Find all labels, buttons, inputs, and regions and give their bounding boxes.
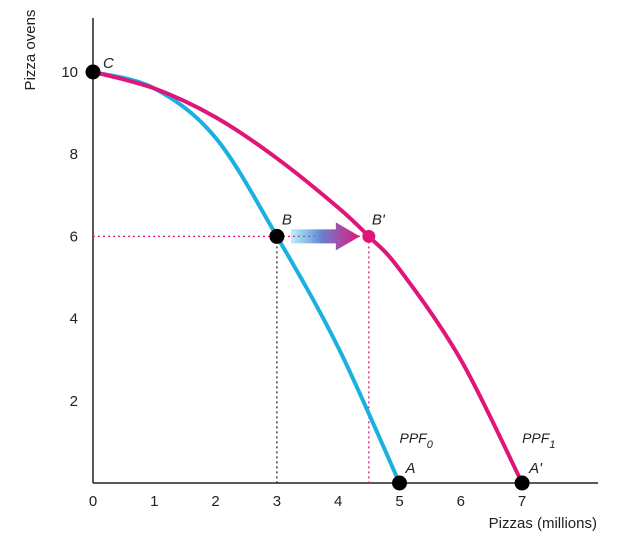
point-a-prime xyxy=(514,475,530,491)
x-tick-label: 3 xyxy=(273,493,281,510)
x-tick-label: 6 xyxy=(457,493,465,510)
point-label: A xyxy=(405,460,416,477)
y-tick-label: 8 xyxy=(70,146,78,163)
point-a xyxy=(392,475,407,491)
x-axis-label: Pizzas (millions) xyxy=(489,515,597,532)
point-label: A' xyxy=(528,460,543,477)
x-tick-label: 7 xyxy=(518,493,526,510)
y-tick-label: 4 xyxy=(70,311,78,328)
shift-arrow-layer xyxy=(290,222,360,251)
point-b-prime xyxy=(362,229,376,243)
x-tick-label: 0 xyxy=(89,493,97,510)
data-points: C B B' A A' xyxy=(85,55,543,491)
x-tick-label: 2 xyxy=(211,493,219,510)
guide-lines xyxy=(93,235,370,483)
ppf-label: PPF0 xyxy=(400,430,434,451)
y-axis-label: Pizza ovens xyxy=(22,10,39,91)
y-tick-label: 10 xyxy=(61,64,78,81)
shift-arrow xyxy=(290,222,360,251)
curve-labels: PPF0 PPF1 xyxy=(400,430,556,451)
ppf0-curve xyxy=(91,70,402,485)
axis-ticks: 0 1 2 3 4 5 6 7 2 4 6 8 10 xyxy=(61,64,526,510)
y-tick-label: 6 xyxy=(70,228,78,245)
point-label: B' xyxy=(372,211,386,228)
point-b xyxy=(269,228,285,244)
x-tick-label: 5 xyxy=(395,493,403,510)
x-tick-label: 1 xyxy=(150,493,158,510)
y-tick-label: 2 xyxy=(70,393,78,410)
x-tick-label: 4 xyxy=(334,493,342,510)
ppf-label: PPF1 xyxy=(522,430,555,451)
point-c xyxy=(85,64,101,80)
point-label: B xyxy=(282,211,292,228)
ppf1-curve xyxy=(91,70,525,485)
point-label: C xyxy=(103,55,114,72)
ppf-curves xyxy=(91,70,525,485)
